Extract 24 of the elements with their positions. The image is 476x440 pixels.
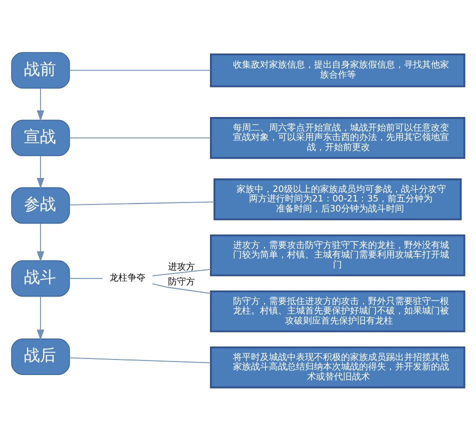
node-text: 龙柱争夺 <box>109 274 146 284</box>
edge-label: 防守方 <box>168 278 196 288</box>
arrow <box>36 156 44 189</box>
node-box: 家族中，20级以上的家族成员均可参战，战斗分攻守两方进行时间为21：00-21：35，前五分钟为准备时间，后30分钟为战斗时间 <box>214 178 462 220</box>
connector <box>69 70 211 71</box>
node-box: 将平时及城战中表现不积极的家族成员踢出并招揽其他家族战斗高战总结归纳本次城战的得失，并开发新的战术或替代旧战术 <box>210 346 466 388</box>
node-box: 收集敌对家族信息，提出自身家族假信息，寻找其他家族合作等 <box>210 53 466 88</box>
node-box: 战前 <box>11 52 70 89</box>
node-box: 战斗 <box>11 260 70 297</box>
connector <box>69 201 215 206</box>
node-box: 宣战 <box>11 120 70 156</box>
connector <box>152 283 212 294</box>
arrow <box>36 296 44 340</box>
connector <box>152 268 212 276</box>
node-box: 每周二、周六零点开始宣战，城战开始前可以任意改变宣战对象，可以采用声东击西的办法，先用其它领地宣战，开始前更改 <box>210 117 466 159</box>
node-box: 战后 <box>11 338 70 375</box>
node-box: 进攻方，需要攻击防守方驻守下来的龙柱，野外没有城门较为简单，村镇、主城有城门需要利用攻城车打开城门 <box>210 234 466 276</box>
node-box: 参战 <box>11 187 70 224</box>
connector <box>69 278 103 279</box>
arrow <box>36 88 44 122</box>
arrow <box>36 223 44 262</box>
edge-label: 进攻方 <box>168 262 196 273</box>
connector <box>69 357 211 364</box>
node-box: 防守方，需要抵住进攻方的攻击，野外只需要驻守一根龙柱。村镇、主城首先要保护好城门不破，如果城门被攻破则应首先保护旧有龙柱 <box>210 290 466 332</box>
